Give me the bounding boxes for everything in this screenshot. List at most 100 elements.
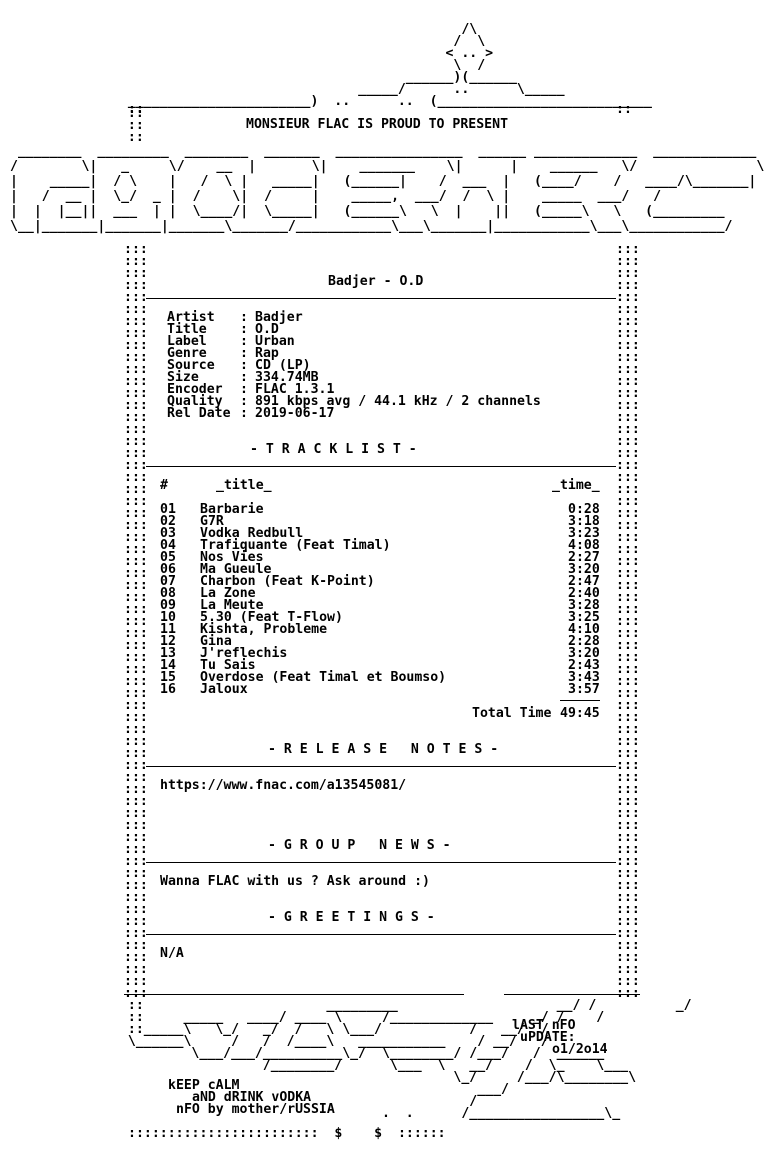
header-art-line: _____/ .. \_____ (112, 82, 565, 97)
total-time-label: Total Time (472, 706, 552, 721)
frame-right-dots: ::: (616, 878, 640, 893)
frame-left-dots: ::: (124, 362, 148, 377)
frame-right-dots: ::: (616, 962, 640, 977)
section-heading-release-notes: - R E L E A S E N O T E S - (268, 742, 499, 757)
header-art-right-frame: :: (616, 102, 632, 117)
footer-art-line: :: _________ __/ / _/ (112, 998, 692, 1013)
frame-right-dots: ::: (616, 482, 640, 497)
frame-left-dots: ::: (124, 638, 148, 653)
track-number: 13 (160, 646, 176, 661)
frame-right-dots: ::: (616, 782, 640, 797)
info-key: Title (167, 322, 207, 337)
frame-left-dots: ::: (124, 506, 148, 521)
track-number: 11 (160, 622, 176, 637)
frame-left-dots: ::: (124, 410, 148, 425)
track-title: Barbarie (200, 502, 264, 517)
release-notes-text: https://www.fnac.com/a13545081/ (160, 778, 407, 793)
frame-right-dots: ::: (616, 638, 640, 653)
track-number: 06 (160, 562, 176, 577)
frame-left-dots: ::: (124, 338, 148, 353)
frame-right-dots: ::: (616, 314, 640, 329)
track-title: Overdose (Feat Timal et Boumso) (200, 670, 447, 685)
footer-art-line: \______\ / / /____\ ___________ / __/ / (112, 1034, 549, 1049)
group-news-text: Wanna FLAC with us ? Ask around :) (160, 874, 430, 889)
frame-left-dots: ::: (124, 542, 148, 557)
frame-right-dots: ::: (616, 674, 640, 689)
frame-right-dots: ::: (616, 698, 640, 713)
frame-left-dots: ::: (124, 806, 148, 821)
frame-left-dots: ::: (124, 710, 148, 725)
frame-left-dots: ::: (124, 470, 148, 485)
frame-right-dots: ::: (616, 938, 640, 953)
frame-right-dots: ::: (616, 410, 640, 425)
frame-right-dots: ::: (616, 770, 640, 785)
section-divider (146, 766, 616, 767)
frame-left-dots: ::: (124, 482, 148, 497)
track-time: 3:57 (568, 682, 600, 697)
info-separator: : (240, 346, 248, 361)
info-value: Rap (255, 346, 279, 361)
frame-left-dots: ::: (124, 926, 148, 941)
frame-left-dots: ::: (124, 254, 148, 269)
frame-right-dots: ::: (616, 614, 640, 629)
frame-left-dots: ::: (124, 914, 148, 929)
track-title: G7R (200, 514, 224, 529)
footer-nfo-by: nFO by mother/rUSSIA (176, 1102, 335, 1117)
logo-art-line: | _____| / \ | / \ | _____| (______| / _… (10, 174, 757, 189)
footer-last-nfo: lAST nFO (512, 1018, 576, 1033)
frame-left-dots: ::: (124, 302, 148, 317)
frame-right-dots: ::: (616, 986, 640, 1001)
frame-right-dots: ::: (616, 386, 640, 401)
frame-right-dots: ::: (616, 890, 640, 905)
track-number: 09 (160, 598, 176, 613)
frame-right-dots: ::: (616, 458, 640, 473)
track-number: 03 (160, 526, 176, 541)
frame-left-dots: ::: (124, 938, 148, 953)
frame-left-dots: ::: (124, 266, 148, 281)
frame-left-dots: ::: (124, 458, 148, 473)
track-number: 04 (160, 538, 176, 553)
header-art-line: < .. > (112, 46, 494, 61)
frame-right-dots: ::: (616, 494, 640, 509)
header-art-line: _______________________) .. .. (________… (112, 94, 652, 109)
frame-right-dots: ::: (616, 530, 640, 545)
track-title: Nos Vies (200, 550, 264, 565)
frame-left-dots: ::: (124, 782, 148, 797)
track-title: Jaloux (200, 682, 248, 697)
header-art-line: /\ (112, 22, 478, 37)
header-art-line: / \ (112, 34, 486, 49)
track-time: 0:28 (568, 502, 600, 517)
header-art-left-frame: :: (128, 102, 144, 117)
track-time: 4:10 (568, 622, 600, 637)
logo-art-line: / \| _ \/ __ | \| _______ \| | ______ \/… (10, 159, 765, 174)
frame-left-dots: ::: (124, 278, 148, 293)
track-number: 08 (160, 586, 176, 601)
track-title: Vodka Redbull (200, 526, 304, 541)
header-art-line: \ / (112, 58, 486, 73)
logo-art-line: \__|_______|_______|_______\_______/____… (10, 219, 733, 234)
track-number: 07 (160, 574, 176, 589)
frame-right-dots: ::: (616, 434, 640, 449)
frame-left-dots: ::: (124, 602, 148, 617)
info-key: Genre (167, 346, 207, 361)
track-title: Trafiquante (Feat Timal) (200, 538, 391, 553)
track-number: 16 (160, 682, 176, 697)
frame-right-dots: ::: (616, 362, 640, 377)
track-time: 3:23 (568, 526, 600, 541)
info-key: Size (167, 370, 199, 385)
frame-left-dots: ::: (124, 746, 148, 761)
info-value: 2019-06-17 (255, 406, 335, 421)
frame-right-dots: ::: (616, 650, 640, 665)
frame-left-dots: ::: (124, 818, 148, 833)
track-number: 14 (160, 658, 176, 673)
track-time: 3:43 (568, 670, 600, 685)
info-key: Encoder (167, 382, 223, 397)
info-separator: : (240, 322, 248, 337)
frame-left-dots: ::: (124, 566, 148, 581)
footer-update-date: o1/2o14 (552, 1042, 608, 1057)
track-time: 3:25 (568, 610, 600, 625)
frame-right-dots: ::: (616, 758, 640, 773)
section-divider (146, 298, 616, 299)
track-title: Kishta, Probleme (200, 622, 328, 637)
